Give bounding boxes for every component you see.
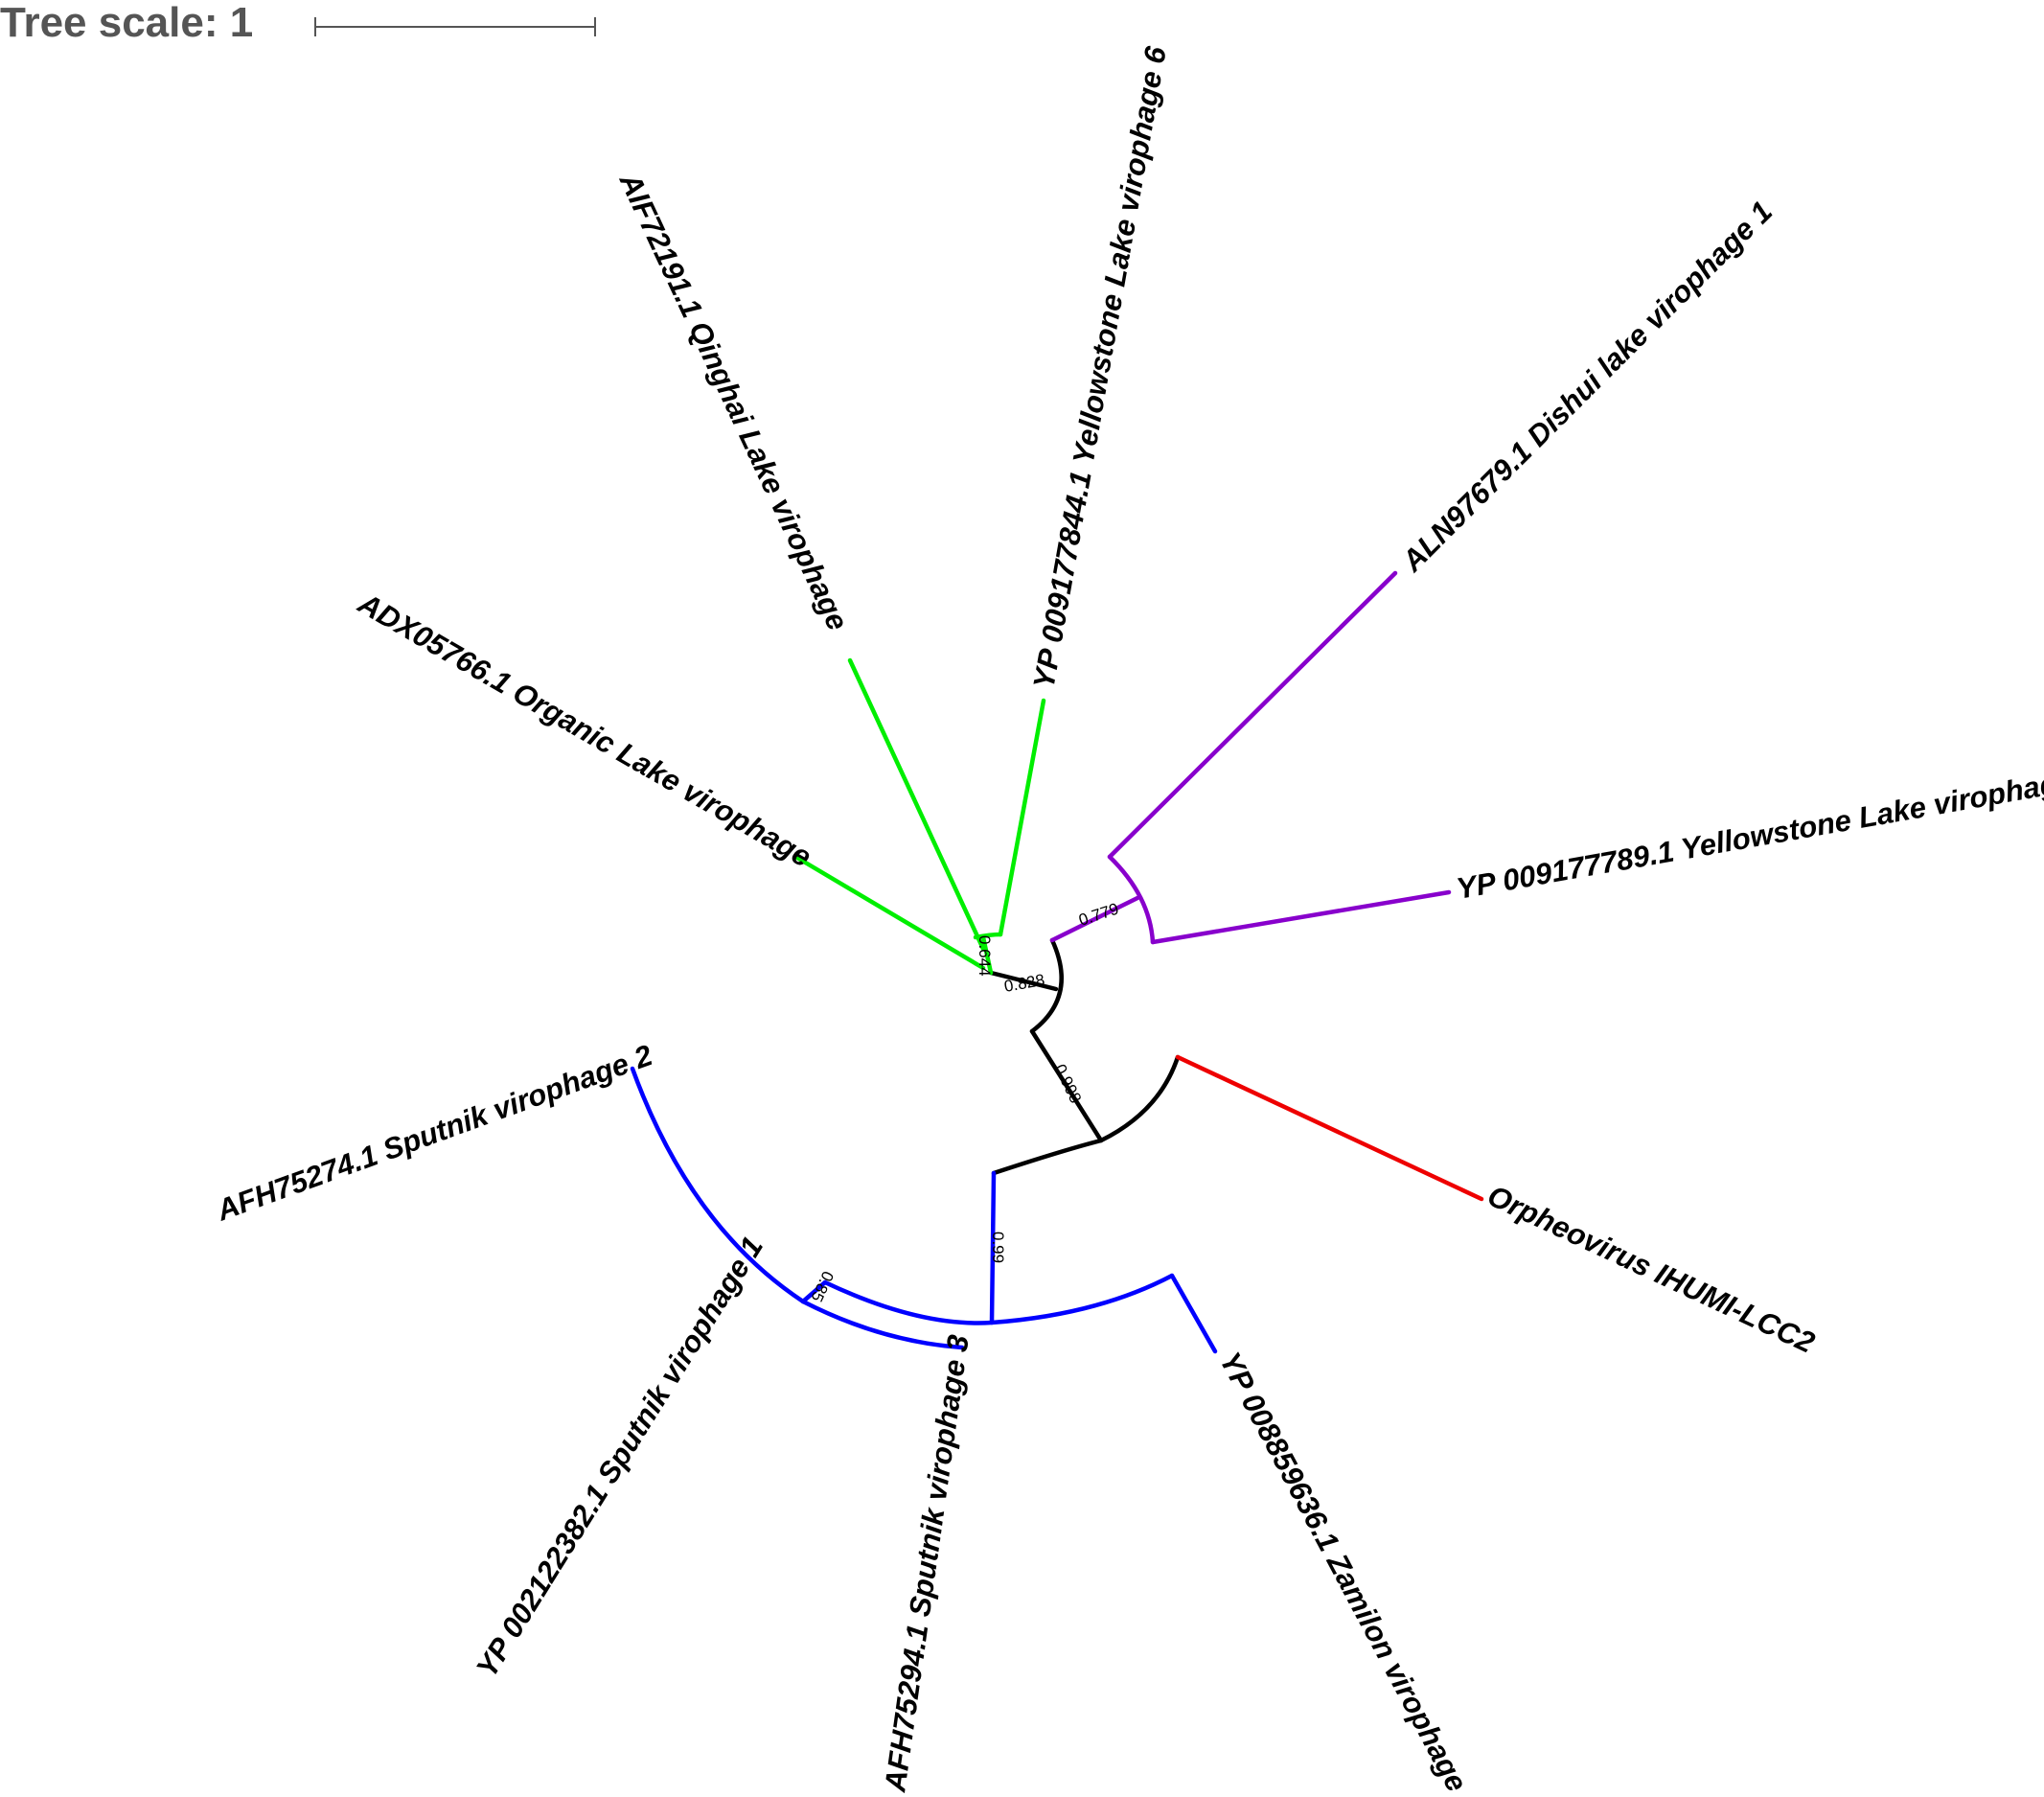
dishui-arc: [1107, 854, 1156, 945]
tree-scale-bar: [314, 17, 596, 36]
backbone-arc-0828: [1029, 937, 1064, 1034]
sputnik3-arc: [800, 1299, 965, 1350]
leaf-label-yp-009177844: YP 009177844.1 Yellowstone Lake virophag…: [1026, 43, 1173, 691]
leaf-label-orpheovirus: Orpheovirus IHUMI-LCC2: [1482, 1179, 1820, 1360]
sputnik-inner-link: [800, 1279, 828, 1304]
qinghai-branch: [847, 657, 986, 952]
orpheovirus-branch: [1175, 1054, 1484, 1202]
leaf-label-aif72191: AIF72191.1 Qinghai Lake virophage: [612, 167, 855, 635]
leaf-label-yp-002122382: YP 002122382.1 Sputnik virophage 1: [470, 1231, 769, 1683]
dishui-clade-branches: [1049, 570, 1452, 945]
support-value: 0.99: [989, 1232, 1007, 1263]
sputnik-clade-branches: [630, 1066, 1218, 1354]
backbone-arc-upper: [1098, 1054, 1181, 1143]
lake-node: [980, 934, 994, 976]
leaf-label-aln97679: ALN97679.1 Dishui lake virophage 1: [1394, 195, 1779, 579]
leaf-label-yp-009177789: YP 009177789.1 Yellowstone Lake virophag…: [1454, 764, 2044, 906]
backbone-branches: [988, 937, 1181, 1176]
yellowstone6-branch: [998, 698, 1046, 937]
leaf-labels: Orpheovirus IHUMI-LCC2 YP 009177789.1 Ye…: [212, 43, 2044, 1797]
backbone-branch-0998: [1029, 1028, 1104, 1143]
leaf-label-afh75274: AFH75274.1 Sputnik virophage 2: [212, 1038, 657, 1228]
support-value: 0.998: [1050, 1061, 1085, 1106]
support-value: 0.779: [1076, 900, 1120, 930]
sputnik-stem: [989, 1170, 997, 1325]
dishui-branch: [1107, 570, 1398, 860]
leaf-label-afh75294: AFH75294.1 Sputnik virophage 3: [878, 1333, 976, 1795]
support-value: 0.85: [807, 1268, 837, 1304]
backbone-arc-root: [991, 1138, 1104, 1176]
support-value: 0.644: [976, 935, 994, 977]
support-values: 0.779 0.828 0.644 0.998 0.99 0.85: [807, 900, 1120, 1305]
backbone-branch-0828: [988, 970, 1059, 992]
tree-scale-label: Tree scale: 1: [0, 0, 253, 46]
lake-clade-branches: [794, 657, 1046, 976]
leaf-label-adx05766: ADX05766.1 Organic Lake virophage: [352, 586, 816, 873]
support-value: 0.828: [1002, 971, 1045, 996]
dishui-stem: [1049, 895, 1140, 943]
yellowstone-branch: [1150, 889, 1452, 945]
zamilon-branch: [1169, 1273, 1218, 1354]
sputnik2-arc: [630, 1066, 806, 1304]
sputnik-main-arc: [822, 1273, 1175, 1325]
organic-branch: [794, 855, 986, 971]
leaf-label-yp-008859636: YP 008859636.1 Zamilon virophage: [1213, 1347, 1474, 1797]
